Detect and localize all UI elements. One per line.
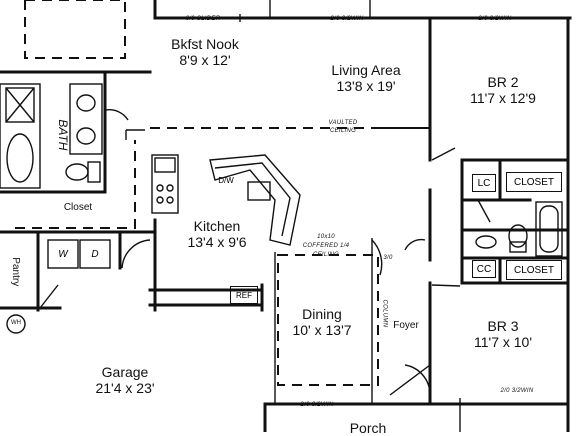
coffered-annotation-2: COFFERED 1/4 — [302, 243, 350, 249]
coat-closet-label: CC — [472, 260, 496, 278]
upper-left-closet — [0, 0, 152, 74]
room-size: 21'4 x 23' — [95, 380, 155, 397]
dining-coffered-ceiling — [277, 254, 379, 386]
room-size: 10' x 13'7 — [292, 322, 352, 339]
kitchen-counters — [151, 154, 301, 246]
column-annotation: COLUMN — [381, 299, 388, 328]
room-size: 13'8 x 19' — [336, 78, 396, 95]
window-annotation-top1: 2/0 3/2WIN — [330, 16, 364, 22]
room-name: BR 2 — [487, 74, 519, 90]
room-bkfst-nook: Bkfst Nook 8'9 x 12' — [160, 36, 250, 68]
window-annotation-porch: 2/0 3/2WIN — [500, 388, 534, 394]
dryer-label: D — [91, 248, 99, 260]
window-annotation-bottom: 2/0 3/2WIN — [300, 402, 334, 408]
room-name: Bkfst Nook — [171, 36, 239, 52]
room-dining: Dining 10' x 13'7 — [282, 306, 362, 338]
foyer-label: Foyer — [393, 320, 419, 331]
vaulted-ceiling-annotation-2: CEILING — [329, 128, 357, 134]
bath-label: BATH — [55, 119, 70, 151]
room-porch: Porch — [338, 420, 398, 436]
room-name: Dining — [302, 306, 342, 322]
bath-area — [0, 70, 129, 194]
vaulted-ceiling-annotation-1: VAULTED — [328, 120, 358, 126]
refrigerator-label: REF — [230, 286, 258, 304]
water-heater-label: WH — [11, 320, 21, 326]
pantry-label: Pantry — [9, 257, 21, 287]
linen-closet-label: LC — [472, 174, 496, 192]
room-kitchen: Kitchen 13'4 x 9'6 — [172, 218, 262, 250]
left-closet-box — [15, 140, 136, 229]
room-name: Porch — [349, 420, 387, 436]
dishwasher-label: D/W — [218, 175, 234, 185]
room-size: 11'7 x 10' — [473, 334, 533, 351]
room-garage: Garage 21'4 x 23' — [80, 364, 170, 396]
room-name: Garage — [101, 364, 149, 380]
water-heater — [6, 314, 26, 334]
coffered-annotation-4: 3/0 — [383, 255, 393, 261]
closet-label: Closet — [63, 202, 93, 213]
room-size: 11'7 x 12'9 — [470, 90, 536, 107]
windows — [239, 0, 461, 432]
room-size: 13'4 x 9'6 — [187, 234, 247, 251]
laundry — [36, 230, 151, 312]
coffered-annotation-3: CEILING — [312, 252, 340, 258]
room-name: BR 3 — [487, 318, 519, 334]
room-size: 8'9 x 12' — [179, 52, 231, 69]
window-annotation-top2: 2/0 3/2WIN — [478, 16, 512, 22]
br2-closet-label: CLOSET — [506, 172, 562, 192]
interior-walls — [36, 16, 570, 406]
room-br2: BR 2 11'7 x 12'9 — [458, 74, 548, 106]
room-br3: BR 3 11'7 x 10' — [458, 318, 548, 350]
slider-annotation: 6/0 SLIDER — [185, 16, 221, 22]
room-name: Living Area — [331, 62, 401, 78]
washer-label: W — [58, 248, 68, 260]
room-name: Kitchen — [193, 218, 241, 234]
room-living-area: Living Area 13'8 x 19' — [318, 62, 414, 94]
coffered-annotation-1: 10x10 — [317, 234, 335, 240]
br3-closet-label: CLOSET — [506, 260, 562, 280]
